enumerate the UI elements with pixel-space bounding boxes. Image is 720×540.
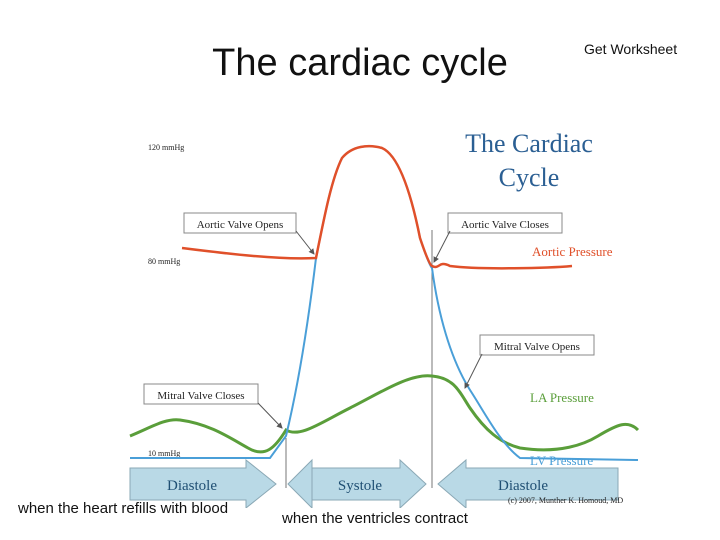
la-pressure-label: LA Pressure [530,390,594,405]
mitral-valve-closes-callout: Mitral Valve Closes [143,383,283,429]
la-pressure-curve [129,374,640,454]
diagram-title-line2: Cycle [499,163,560,192]
mitral-valve-opens-callout: Mitral Valve Opens [464,334,595,389]
lv-pressure-label: LV Pressure [530,453,593,468]
diastole-right-label: Diastole [498,478,548,494]
get-worksheet-link[interactable]: Get Worksheet [584,41,678,57]
pressure-label-10: 10 mmHg [148,449,180,458]
phase-bar: Diastole Systole Diastole [129,458,619,508]
aortic-valve-opens-callout: Aortic Valve Opens [183,212,315,255]
systole-arrow [311,458,427,508]
copyright-text: (c) 2007, Munther K. Homoud, MD [508,496,623,505]
diastole-left-label: Diastole [167,478,217,494]
mitral-valve-opens-label: Mitral Valve Opens [494,341,580,353]
cardiac-cycle-diagram: The Cardiac Cycle 120 mmHg 80 mmHg 10 mm… [129,129,640,508]
systole-label: Systole [338,478,383,494]
slide-title: The cardiac cycle [212,42,508,84]
aortic-pressure-curve [181,144,573,270]
pressure-label-80: 80 mmHg [148,257,180,266]
pressure-label-120: 120 mmHg [148,143,184,152]
aortic-valve-closes-callout: Aortic Valve Closes [433,212,563,263]
mitral-valve-closes-label: Mitral Valve Closes [157,390,244,402]
diastole-caption: when the heart refills with blood [18,500,229,517]
diagram-title-line1: The Cardiac [465,129,593,158]
systole-arrow-left-head [287,458,313,508]
diastole-arrow-left [129,458,277,508]
aortic-pressure-label: Aortic Pressure [532,244,613,259]
systole-caption: when the ventricles contract [282,510,468,527]
aortic-valve-opens-label: Aortic Valve Opens [197,219,284,231]
lv-pressure-curve [130,145,639,461]
aortic-valve-closes-label: Aortic Valve Closes [461,219,549,231]
diastole-arrow-right [437,458,619,508]
